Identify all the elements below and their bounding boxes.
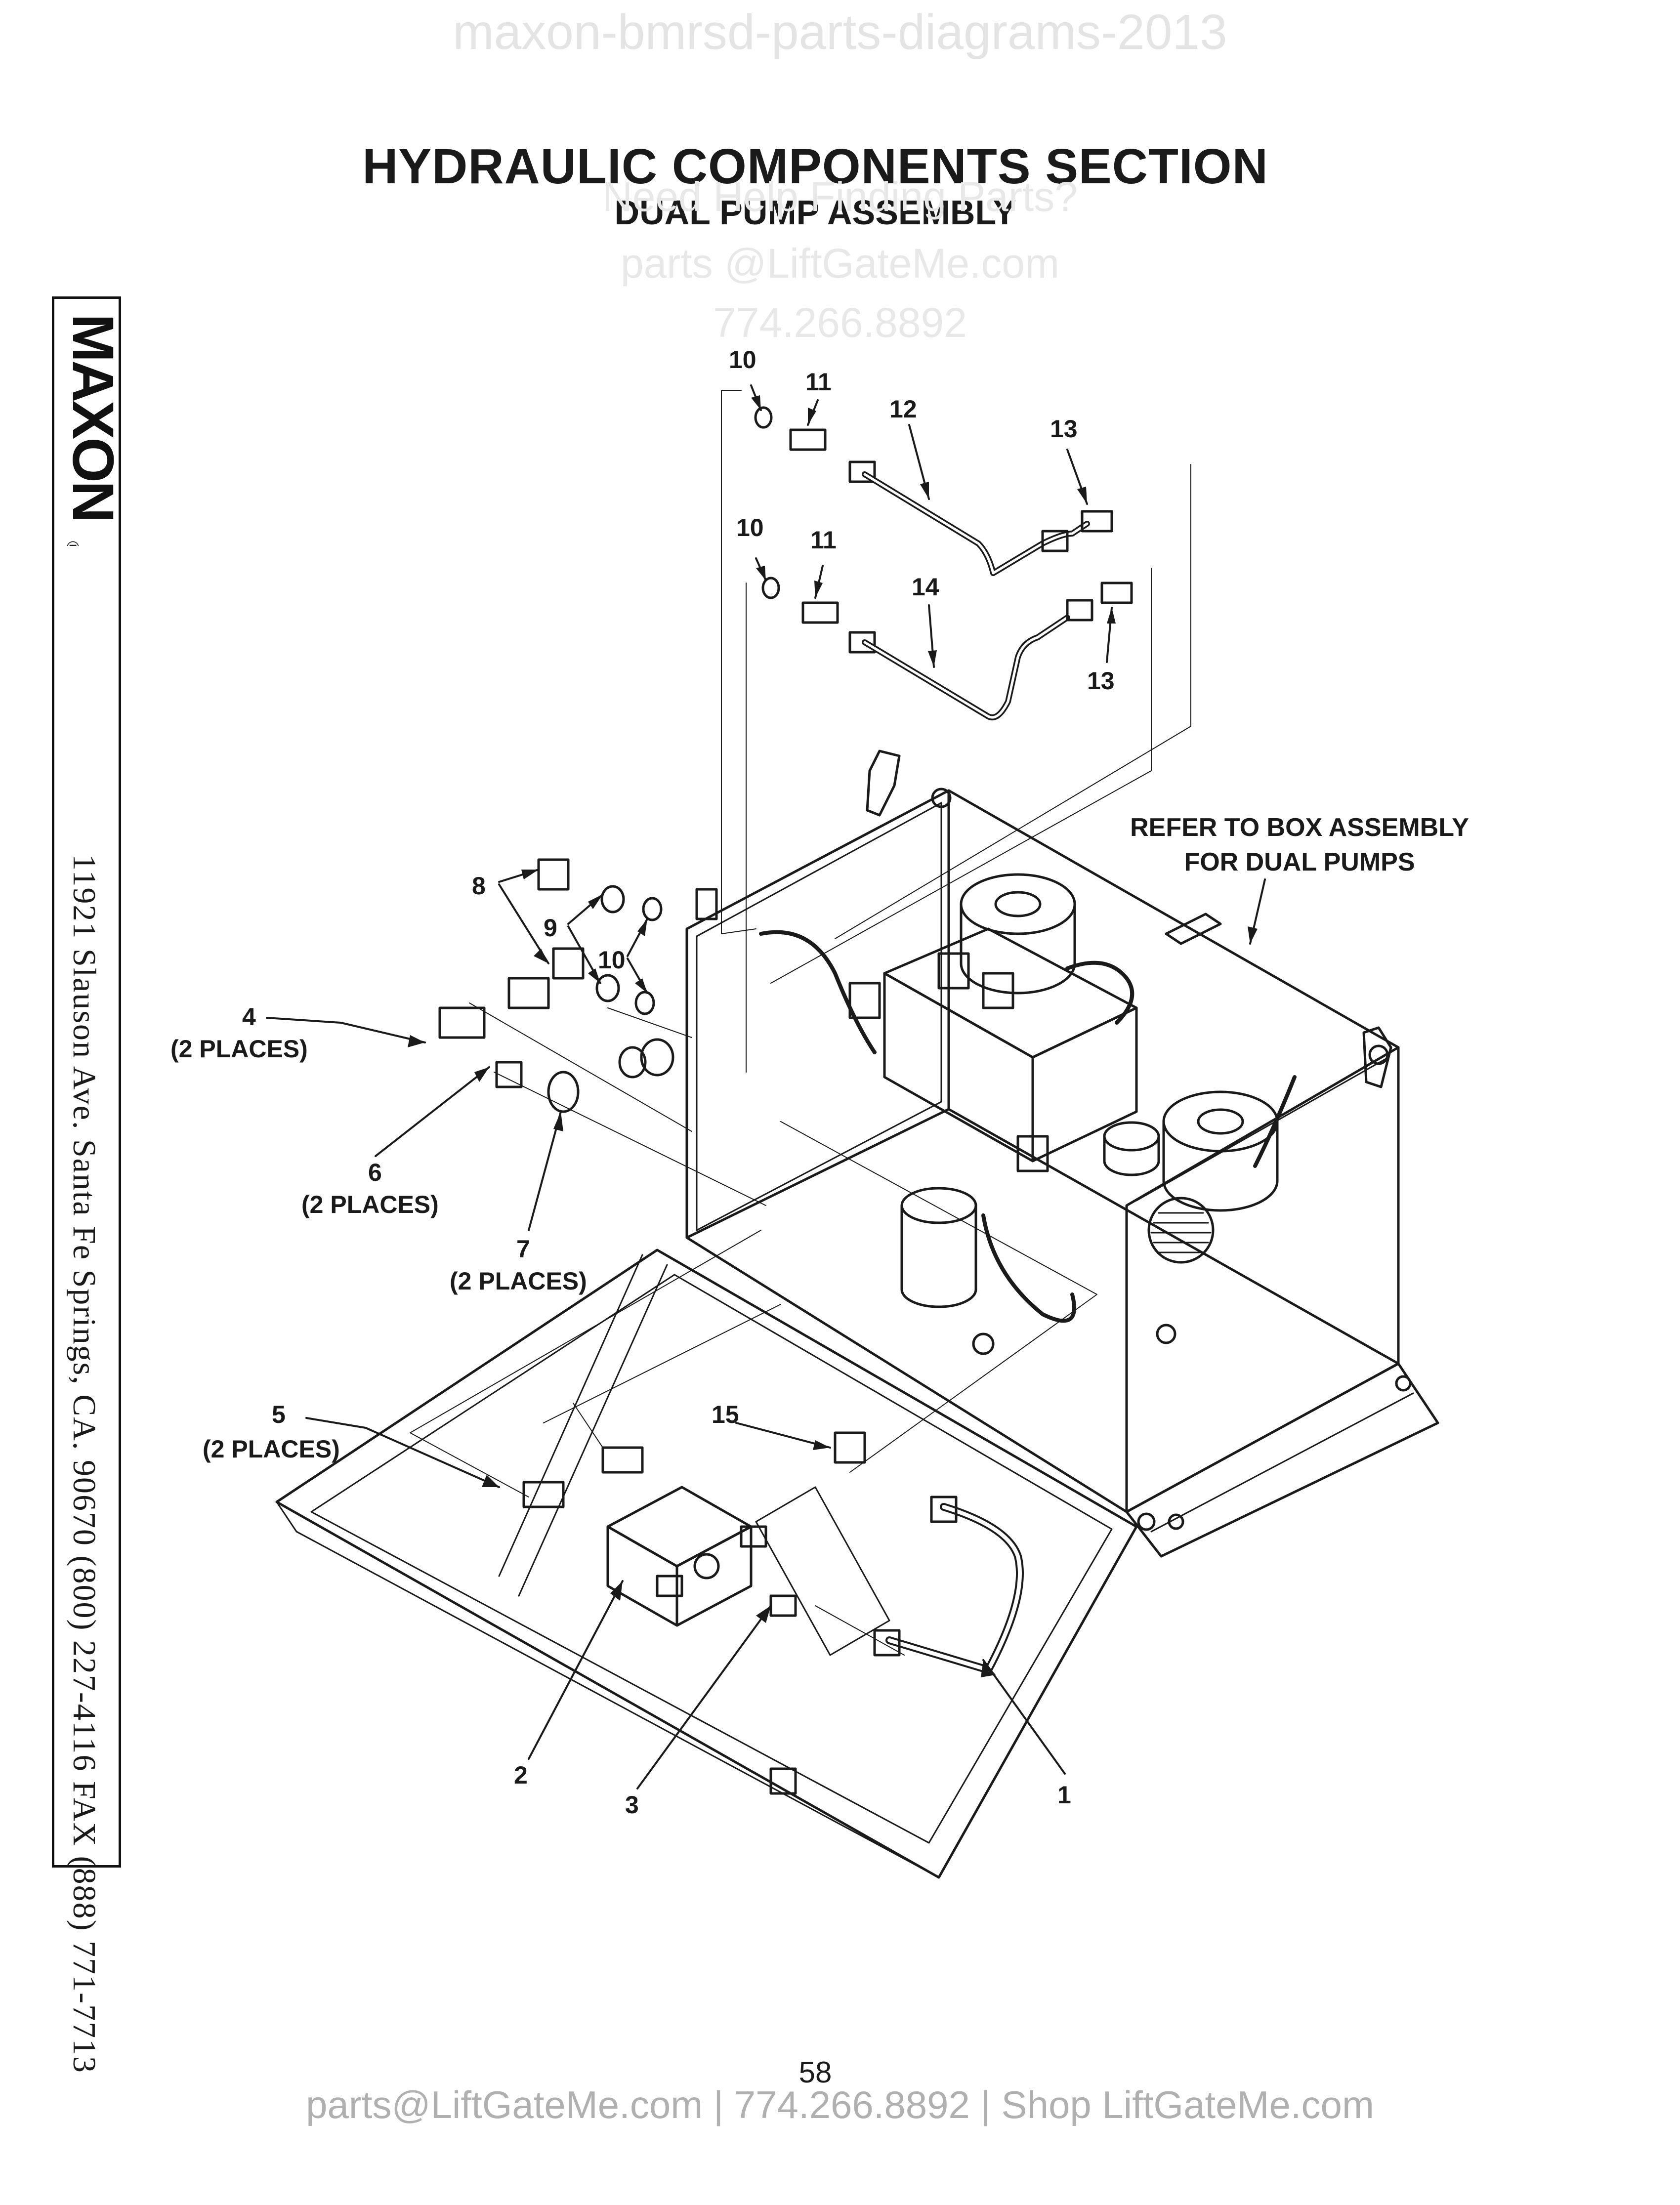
sidebar-frame: MAXON ® 11921 Slauson Ave. Santa Fe Spri… bbox=[52, 296, 121, 2074]
callout-11-top: 11 bbox=[805, 368, 832, 396]
callout-6-note: (2 PLACES) bbox=[301, 1191, 439, 1218]
callout-7: 7 bbox=[516, 1235, 530, 1263]
refer-note-line1: REFER TO BOX ASSEMBLY bbox=[1130, 813, 1469, 842]
watermark-help-line: Need Help Finding Parts? bbox=[602, 173, 1078, 220]
callout-1: 1 bbox=[1057, 1781, 1071, 1809]
callout-11-middle: 11 bbox=[810, 526, 837, 554]
callout-4-note: (2 PLACES) bbox=[170, 1035, 308, 1063]
callout-2: 2 bbox=[514, 1761, 528, 1789]
callout-5-note: (2 PLACES) bbox=[203, 1435, 340, 1463]
page-number: 58 bbox=[798, 2056, 832, 2089]
callout-3: 3 bbox=[625, 1791, 639, 1819]
tube-assembly bbox=[834, 1431, 1024, 1674]
page-subtitle: DUAL PUMP ASSEMBLY bbox=[614, 193, 1016, 232]
callout-6: 6 bbox=[368, 1159, 382, 1186]
leader-arrowheads bbox=[408, 395, 1258, 1677]
callout-4: 4 bbox=[242, 1003, 256, 1031]
assembly-centerlines bbox=[410, 390, 1191, 1656]
callout-12: 12 bbox=[889, 395, 917, 423]
callout-10-top: 10 bbox=[729, 346, 756, 374]
pump-box-assembly bbox=[685, 749, 1439, 1558]
maxon-logo: MAXON ® bbox=[60, 314, 119, 546]
refer-note-line2: FOR DUAL PUMPS bbox=[1184, 848, 1415, 876]
callout-10-side: 10 bbox=[598, 946, 626, 974]
callout-13-top: 13 bbox=[1050, 415, 1078, 443]
open-lid bbox=[275, 1248, 1156, 1879]
dual-pump-motors bbox=[759, 873, 1297, 1323]
watermark-top: maxon-bmrsd-parts-diagrams-2013 bbox=[453, 4, 1227, 60]
watermark-email-line: parts @LiftGateMe.com bbox=[620, 240, 1060, 287]
svg-text:®: ® bbox=[63, 541, 82, 546]
callout-14: 14 bbox=[912, 573, 939, 601]
callout-10-middle: 10 bbox=[736, 514, 764, 541]
callout-9: 9 bbox=[544, 914, 557, 942]
svg-text:MAXON: MAXON bbox=[60, 314, 119, 521]
footer-contact: parts@LiftGateMe.com | 774.266.8892 | Sh… bbox=[306, 2083, 1374, 2126]
callout-labels: 1 2 3 4 (2 PLACES) 5 (2 PLACES) 6 (2 PLA… bbox=[170, 346, 1115, 1819]
refer-note: REFER TO BOX ASSEMBLY FOR DUAL PUMPS bbox=[1077, 810, 1522, 879]
callout-5: 5 bbox=[272, 1401, 286, 1428]
callout-8: 8 bbox=[472, 872, 486, 900]
watermark-phone-line: 774.266.8892 bbox=[713, 299, 967, 346]
lid-fittings bbox=[522, 1446, 644, 1508]
callout-15: 15 bbox=[712, 1401, 739, 1428]
upper-tubes bbox=[754, 406, 1133, 720]
side-wall-fittings bbox=[438, 858, 718, 1113]
callout-7-note: (2 PLACES) bbox=[450, 1267, 587, 1295]
callout-13-bottom: 13 bbox=[1087, 667, 1115, 695]
valve-block bbox=[606, 1486, 890, 1656]
page-title: HYDRAULIC COMPONENTS SECTION bbox=[362, 139, 1268, 194]
